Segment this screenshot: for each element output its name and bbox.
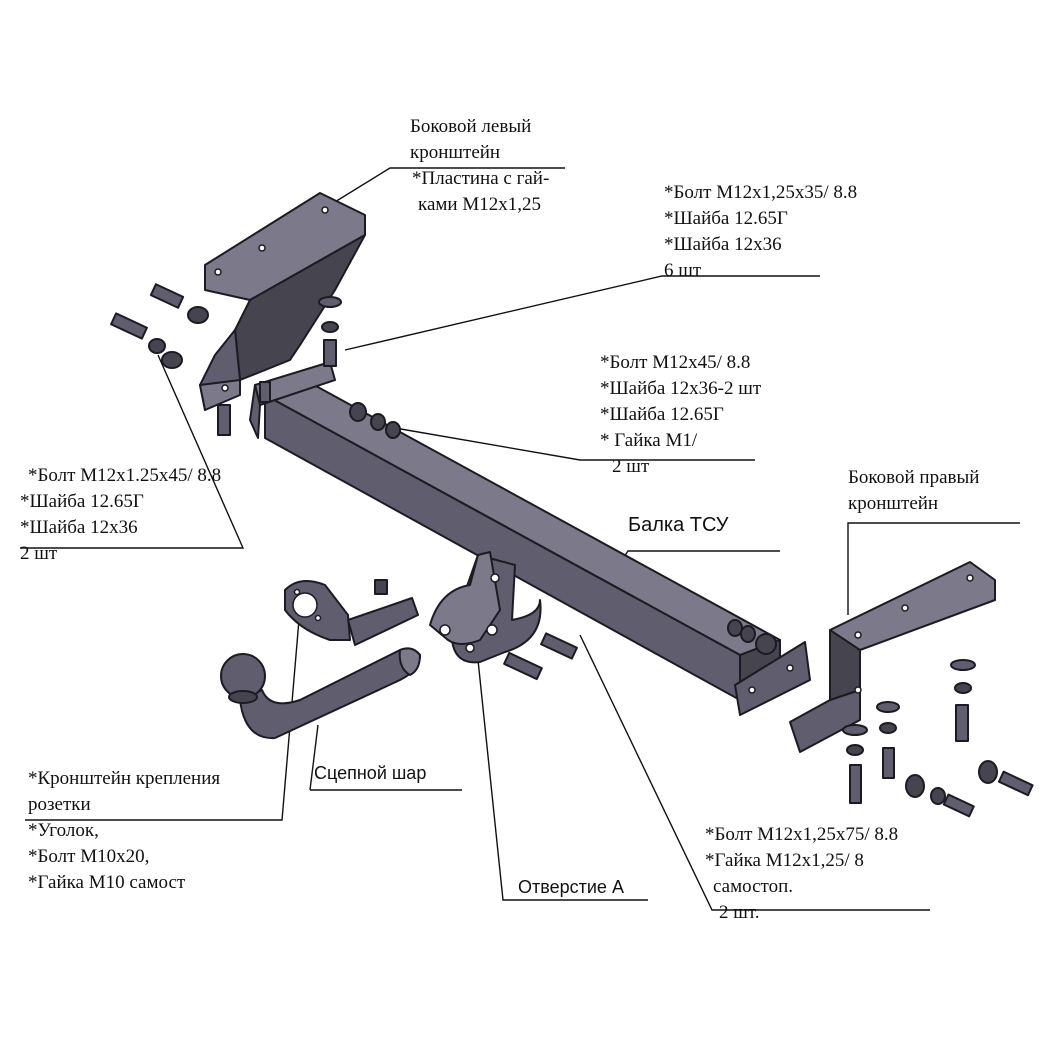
label-line: *Шайба 12х36: [664, 234, 782, 255]
label-line: *Болт М10х20,: [28, 846, 150, 867]
tow-ball-assembly: [220, 647, 421, 740]
leader-top-bolts: [344, 275, 820, 351]
right-side-bracket: [789, 561, 996, 753]
label-line: *Гайка М12х1,25/ 8: [705, 850, 864, 871]
label-line: кронштейн: [410, 142, 501, 163]
label-hole-a: Отверстие А: [518, 874, 624, 900]
label-line: *Шайба 12.65Г: [600, 404, 724, 425]
fasteners: [110, 283, 1034, 818]
label-line: *Шайба 12х36-2 шт: [600, 378, 762, 399]
label-line: *Пластина с гай-: [412, 168, 550, 189]
label-tow-ball: Сцепной шар: [314, 760, 426, 786]
label-line: Отверстие А: [518, 877, 624, 897]
hitch-beam: [249, 361, 811, 716]
label-center-bolts: *Болт М12х45/ 8.8 *Шайба 12х36-2 шт *Шай…: [600, 350, 761, 480]
label-line: Сцепной шар: [314, 763, 427, 783]
left-side-bracket: [199, 192, 366, 411]
label-line: 2 шт: [20, 543, 58, 564]
leader-hole-a: [477, 659, 648, 901]
label-line: *Болт М12х1,25х35/ 8.8: [664, 182, 858, 203]
label-lower-bolts: *Болт М12х1,25х75/ 8.8 *Гайка М12х1,25/ …: [705, 822, 898, 926]
label-beam: Балка ТСУ: [628, 512, 729, 538]
leader-center-bolts: [394, 427, 755, 461]
label-socket-bracket: *Кронштейн крепления розетки *Уголок, *Б…: [28, 766, 220, 896]
label-line: розетки: [28, 794, 91, 815]
label-line: *Болт М12х45/ 8.8: [600, 352, 751, 373]
label-right-bracket: Боковой правый кронштейн: [848, 465, 979, 517]
label-line: *Гайка М10 самост: [28, 872, 186, 893]
leader-lines: [20, 167, 1020, 911]
label-line: 2 шт: [612, 456, 650, 477]
leader-left-bracket: [329, 167, 565, 206]
label-left-bolts: *Болт М12х1.25х45/ 8.8 *Шайба 12.65Г *Ша…: [20, 463, 221, 567]
label-line: *Шайба 12.65Г: [664, 208, 788, 229]
label-line: *Шайба 12х36: [20, 517, 138, 538]
label-line: *Шайба 12.65Г: [20, 491, 144, 512]
label-top-bolts: *Болт М12х1,25х35/ 8.8 *Шайба 12.65Г *Ша…: [664, 180, 857, 284]
label-line: Боковой правый: [848, 467, 980, 488]
label-line: Балка ТСУ: [628, 514, 729, 536]
label-line: * Гайка М1/: [600, 430, 698, 451]
leader-socket: [25, 607, 301, 821]
label-line: ками М12х1,25: [418, 194, 541, 215]
label-line: *Уголок,: [28, 820, 99, 841]
leader-ball-tip: [309, 724, 319, 791]
label-line: Боковой левый: [410, 116, 532, 137]
label-line: 6 шт: [664, 260, 702, 281]
label-line: 2 шт.: [719, 902, 760, 923]
leader-left-bolts: [20, 354, 245, 549]
label-line: *Болт М12х1.25х45/ 8.8: [28, 465, 222, 486]
label-line: *Болт М12х1,25х75/ 8.8: [705, 824, 899, 845]
leader-lower-bolts: [579, 634, 930, 911]
label-line: *Кронштейн крепления: [28, 768, 221, 789]
center-lug-plates: [429, 551, 542, 664]
label-line: кронштейн: [848, 493, 939, 514]
label-line: самостоп.: [713, 876, 793, 897]
socket-bracket: [284, 579, 419, 646]
label-left-bracket: Боковой левый кронштейн *Пластина с гай-…: [410, 114, 549, 218]
leader-right-bracket: [847, 522, 1020, 615]
